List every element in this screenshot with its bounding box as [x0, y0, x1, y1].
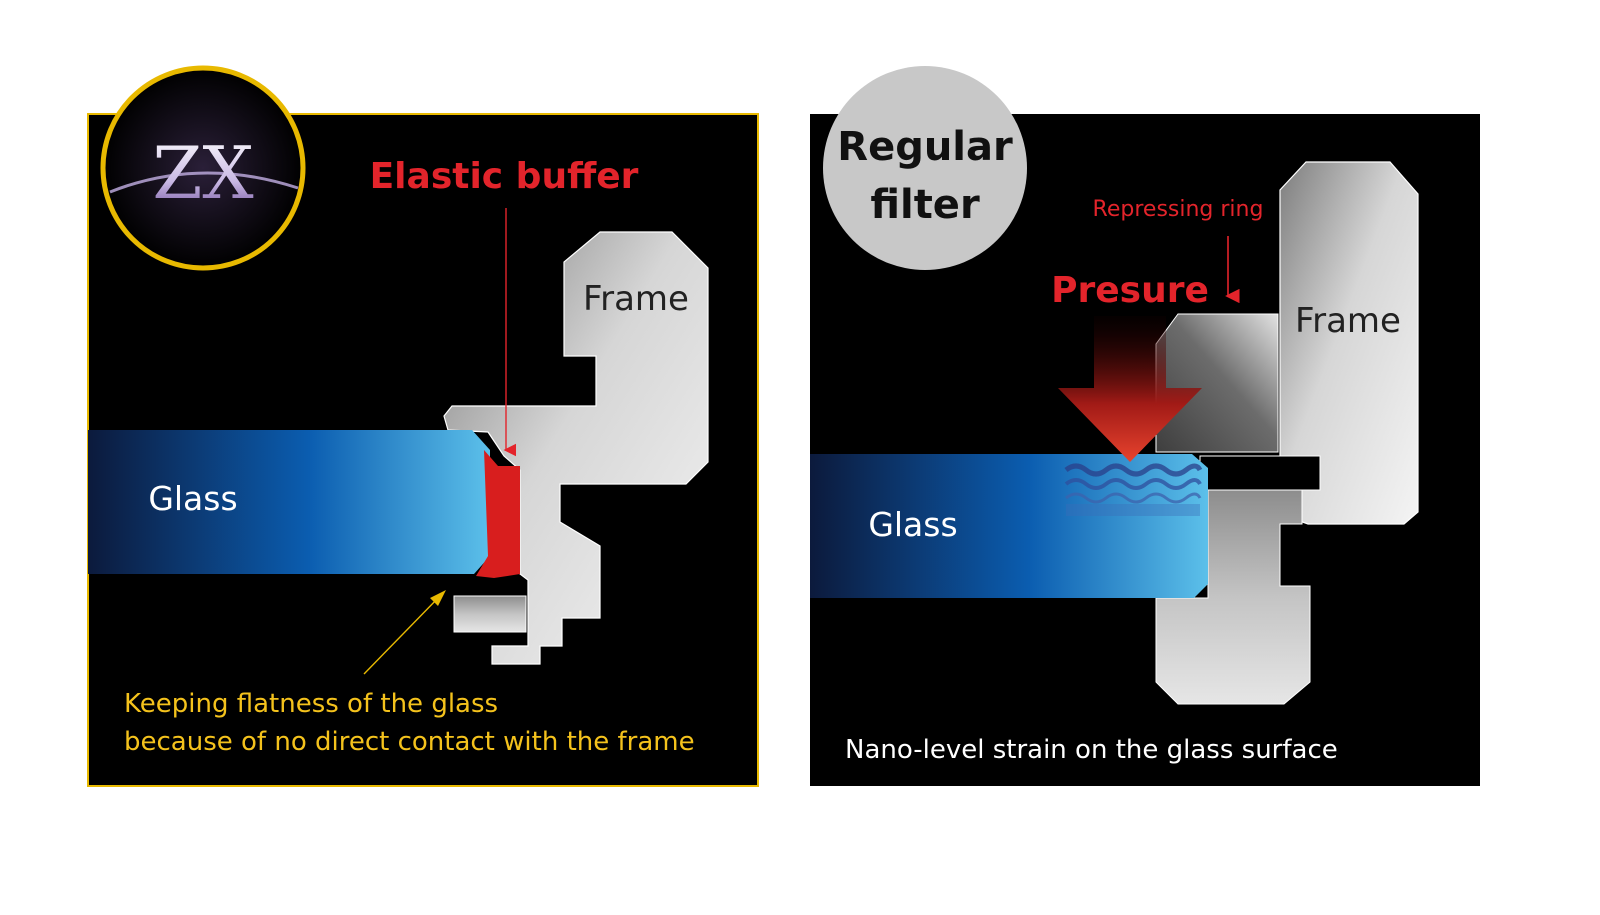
regular-repressing-ring [1155, 313, 1279, 453]
zx-flatness-arrow-head [430, 590, 446, 606]
regular-pressure-label: Presure [1051, 270, 1209, 311]
regular-repressing-ring-label: Repressing ring [1093, 197, 1264, 222]
zx-caption-line2: because of no direct contact with the fr… [124, 727, 695, 757]
regular-badge-line1: Regular [837, 124, 1013, 170]
zx-panel: ZX Elastic buffer Frame Glass Keeping fl… [87, 65, 759, 787]
zx-badge: ZX [100, 65, 306, 271]
zx-frame-shape [443, 231, 709, 665]
regular-badge-circle [823, 66, 1027, 270]
zx-elastic-buffer-label: Elastic buffer [370, 156, 639, 197]
regular-glass [810, 454, 1208, 598]
zx-glass [88, 430, 490, 574]
regular-caption: Nano-level strain on the glass surface [845, 735, 1338, 765]
zx-badge-circle [100, 65, 306, 271]
regular-frame-shape [1279, 161, 1419, 525]
zx-frame-tab [453, 595, 527, 633]
zx-elastic-buffer [476, 450, 520, 578]
regular-pressure-arrow [1058, 316, 1202, 462]
zx-caption-line1: Keeping flatness of the glass [124, 689, 498, 719]
regular-glass-label: Glass [868, 505, 957, 544]
regular-panel: Regular filter Repressing ring Presure F… [810, 66, 1480, 786]
regular-strain-pattern [1064, 463, 1203, 516]
regular-badge-line2: filter [870, 182, 980, 228]
zx-frame-label: Frame [583, 279, 689, 319]
zx-flatness-callout-arrow [363, 595, 441, 675]
zx-badge-swoosh [109, 171, 299, 194]
regular-badge: Regular filter [823, 66, 1027, 270]
zx-badge-text: ZX [152, 131, 253, 215]
zx-glass-label: Glass [148, 479, 237, 518]
regular-frame-label: Frame [1295, 301, 1401, 341]
regular-frame-ledge [1199, 455, 1321, 491]
